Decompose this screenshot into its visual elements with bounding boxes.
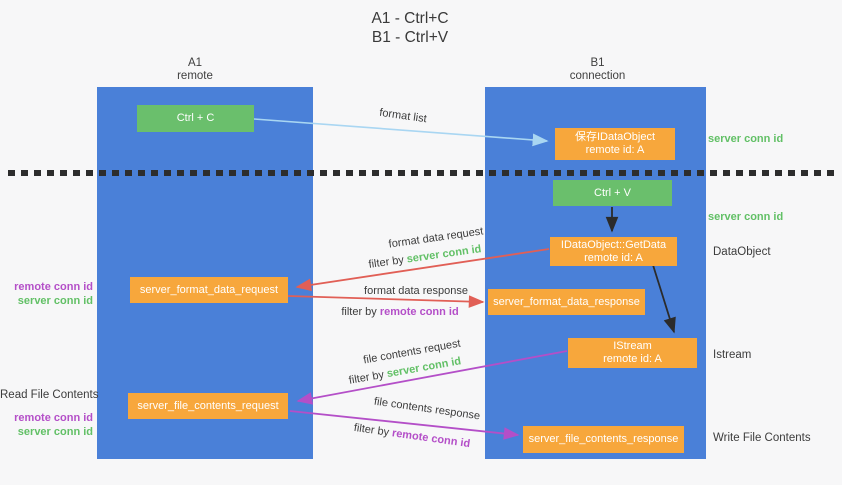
label-server-conn-id-left-1: server conn id	[17, 295, 93, 307]
arrow-file-contents-request	[296, 350, 568, 405]
node-getdata-line1: IDataObject::GetData	[560, 238, 667, 251]
lane-header-a1: A1 remote	[87, 57, 303, 83]
node-ctrl-v: Ctrl + V	[553, 180, 672, 206]
node-istream: IStream remote id: A	[568, 338, 697, 368]
lane-b1-subtitle: connection	[569, 70, 626, 82]
node-save-dataobject-line1: 保存IDataObject	[574, 131, 656, 143]
node-istream-line2: remote id: A	[603, 353, 662, 365]
label-write-file-contents: Write File Contents	[713, 432, 811, 444]
node-server-format-data-request: server_format_data_request	[130, 277, 288, 303]
node-ctrl-v-label: Ctrl + V	[594, 186, 631, 199]
label-server-conn-id-right-mid: server conn id	[708, 211, 784, 223]
arrow-getdata-to-istream	[652, 264, 676, 334]
label-remote-conn-id-left-1: remote conn id	[14, 281, 93, 293]
lane-header-b1: B1 connection	[487, 57, 708, 83]
title-line-1: A1 - Ctrl+C	[371, 10, 449, 27]
arrow-file-contents-response	[289, 410, 520, 440]
node-server-file-contents-response-label: server_file_contents_response	[528, 433, 679, 445]
node-istream-line1: IStream	[613, 340, 652, 352]
arrow-format-list	[253, 118, 549, 147]
label-read-file-contents: Read File Contents	[0, 389, 99, 401]
title-line-2: B1 - Ctrl+V	[371, 29, 449, 46]
node-ctrl-c: Ctrl + C	[137, 105, 254, 132]
dashed-divider	[8, 170, 836, 176]
label-server-conn-id-left-2: server conn id	[17, 426, 93, 438]
node-server-file-contents-response: server_file_contents_response	[523, 426, 684, 453]
node-getdata-line2: remote id: A	[584, 251, 643, 264]
node-server-file-contents-request-label: server_file_contents_request	[137, 399, 279, 412]
lane-b1-name: B1	[590, 57, 605, 69]
label-dataobject: DataObject	[713, 246, 771, 258]
label-remote-conn-id-left-2: remote conn id	[14, 412, 93, 424]
label-server-conn-id-right-top: server conn id	[708, 133, 784, 145]
lane-a1-subtitle: remote	[177, 70, 213, 82]
node-ctrl-c-label: Ctrl + C	[176, 112, 215, 124]
node-save-dataobject: 保存IDataObject remote id: A	[555, 128, 675, 160]
node-save-dataobject-line2: remote id: A	[585, 144, 645, 156]
node-server-format-data-response: server_format_data_response	[488, 289, 645, 315]
node-server-format-data-response-label: server_format_data_response	[493, 295, 640, 308]
lane-a1-name: A1	[187, 57, 203, 69]
label-filter-value-2: remote conn id	[379, 306, 459, 318]
label-format-data-response: format data response	[364, 285, 468, 297]
node-server-format-data-request-label: server_format_data_request	[139, 283, 279, 296]
diagram-title: A1 - Ctrl+C B1 - Ctrl+V	[300, 9, 520, 47]
label-istream: Istream	[713, 349, 752, 361]
node-getdata: IDataObject::GetData remote id: A	[550, 237, 677, 266]
arrow-format-data-response	[287, 295, 485, 308]
arrow-format-data-request	[295, 248, 550, 292]
label-filter-by-remote-conn-id-1: filter by remote conn id	[341, 306, 458, 318]
label-filter-prefix-2: filter by	[341, 306, 380, 318]
node-server-file-contents-request: server_file_contents_request	[128, 393, 288, 419]
